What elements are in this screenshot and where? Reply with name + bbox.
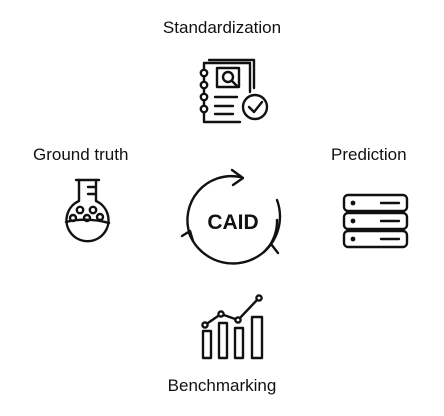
caid-center-label: CAID (207, 211, 258, 234)
bar-chart-trend-icon (201, 294, 264, 360)
cycle-arrows-icon (180, 168, 282, 265)
benchmarking-label: Benchmarking (167, 376, 277, 395)
server-icon (342, 193, 409, 249)
prediction-label: Prediction (331, 145, 407, 164)
ground-truth-label: Ground truth (33, 145, 129, 164)
document-search-check-icon (199, 58, 269, 124)
flask-icon (64, 178, 111, 243)
standardization-label: Standardization (162, 18, 282, 37)
